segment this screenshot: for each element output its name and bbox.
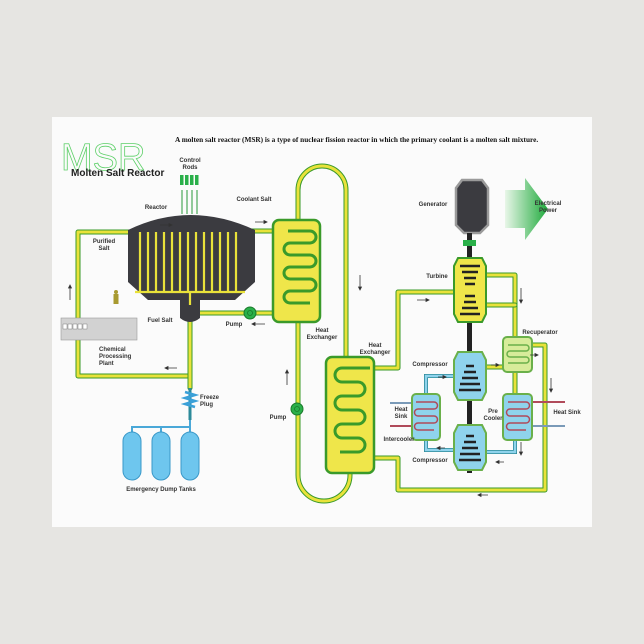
label-heat-sink-left: Heat: [394, 407, 407, 413]
label-pump-2: Pump: [270, 415, 287, 421]
label-turbine: Turbine: [426, 274, 448, 280]
label-heat-exchanger-1: Heat: [315, 328, 328, 334]
label-heat-exchanger-1b: Exchanger: [307, 335, 338, 341]
label-compressor-2: Compressor: [412, 458, 448, 464]
compressor-2: [453, 424, 487, 471]
turbine: [453, 257, 487, 323]
label-coolant-salt: Coolant Salt: [236, 197, 271, 203]
label-fuel-salt: Fuel Salt: [147, 318, 172, 324]
postcard: [52, 117, 592, 527]
label-recuperator: Recuperator: [522, 330, 558, 336]
pump-2[interactable]: [290, 402, 304, 416]
label-electrical-power-2: Power: [539, 208, 558, 214]
freeze-plug: [180, 388, 200, 420]
label-intercooler: Intercooler: [383, 437, 415, 443]
label-heat-sink-right: Heat Sink: [553, 410, 581, 416]
label-chemical-plant: Chemical: [99, 347, 126, 353]
label-pre-cooler-2: Cooler: [483, 416, 503, 422]
heat-exchanger-2: [324, 355, 376, 475]
pre-cooler: [502, 393, 533, 441]
label-control-rods: Control: [179, 158, 201, 164]
label-pre-cooler: Pre: [488, 409, 498, 415]
label-dump-tanks: Emergency Dump Tanks: [126, 487, 196, 493]
label-purified-salt-2: Salt: [98, 246, 109, 252]
label-freeze-plug-2: Plug: [200, 402, 213, 408]
label-heat-exchanger-2b: Exchanger: [360, 350, 391, 356]
compressor-1: [453, 351, 487, 401]
recuperator: [502, 336, 533, 373]
label-pump-1: Pump: [226, 322, 243, 328]
control-rods: [180, 175, 199, 214]
label-chemical-plant-3: Plant: [99, 361, 114, 367]
coupling: [463, 240, 476, 246]
heat-exchanger-1: [271, 218, 322, 324]
label-compressor-1: Compressor: [412, 362, 448, 368]
pump-1[interactable]: [243, 306, 257, 320]
label-heat-sink-left-2: Sink: [395, 414, 408, 420]
electrical-power-arrow: [505, 178, 548, 240]
coolant-salt-loop: [295, 163, 353, 504]
label-reactor: Reactor: [145, 205, 168, 211]
flow-arrows: [67, 219, 554, 498]
label-heat-exchanger-2: Heat: [368, 343, 381, 349]
msr-logo: MSR: [61, 137, 145, 179]
power-cycle-piping: [367, 272, 565, 493]
operator-figure: [113, 290, 119, 304]
generator: [454, 178, 490, 235]
label-generator: Generator: [419, 202, 448, 208]
label-purified-salt: Purified: [93, 239, 116, 245]
label-electrical-power: Electrical: [535, 201, 562, 207]
chemical-processing-plant: [60, 317, 138, 341]
emergency-dump-tanks: [122, 420, 200, 481]
label-freeze-plug: Freeze: [200, 395, 220, 401]
label-control-rods-2: Rods: [183, 165, 199, 171]
logo-subtitle: Molten Salt Reactor: [71, 168, 164, 179]
intercooler: [411, 393, 441, 441]
description: A molten salt reactor (MSR) is a type of…: [175, 135, 538, 144]
label-chemical-plant-2: Processing: [99, 354, 132, 360]
reactor-vessel: [128, 215, 255, 322]
